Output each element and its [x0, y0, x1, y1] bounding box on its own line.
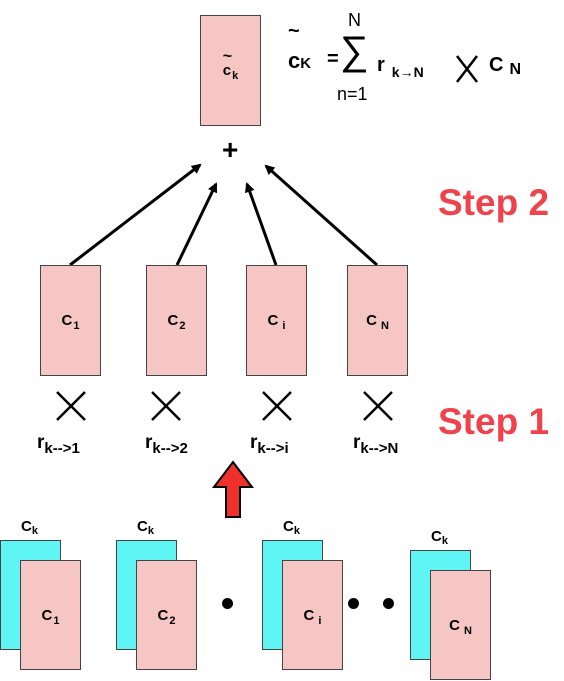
weight-label-i: rk-->i: [250, 432, 289, 457]
middle-box-i: C i: [246, 265, 307, 376]
pink-card-n: C N: [430, 570, 491, 680]
tilde-mark: ~: [222, 48, 233, 65]
aggregated-feature-box: ~ ck: [200, 15, 261, 126]
back-label-2: Ck: [137, 518, 154, 537]
pink-card-2: C2: [136, 560, 197, 670]
ellipsis-dot: [348, 598, 359, 609]
eq-equals: =: [327, 48, 339, 70]
red-up-arrow-icon: [211, 460, 255, 518]
back-label-1: Ck: [21, 518, 38, 537]
sum-icon: ∑: [340, 29, 369, 73]
arrow-cn-to-sum: [264, 164, 378, 267]
multiply-icon: [456, 55, 478, 83]
eq-lhs: cK: [288, 48, 312, 73]
weight-label-1: rk-->1: [37, 432, 80, 457]
arrow-c1-to-sum: [69, 163, 202, 267]
step-2-label: Step 2: [438, 182, 550, 223]
eq-sum-lower: n=1: [337, 84, 368, 104]
middle-box-2: C2: [146, 265, 207, 376]
back-label-n: Ck: [431, 528, 448, 547]
ellipsis-dot: [222, 598, 233, 609]
arrow-c2-to-sum: [175, 182, 218, 266]
middle-box-n: C N: [347, 265, 408, 376]
multiply-icon-2: [151, 391, 181, 421]
multiply-icon-1: [56, 391, 86, 421]
step-1-label: Step 1: [438, 401, 550, 442]
ellipsis-dot: [383, 598, 394, 609]
middle-box-1: C1: [40, 265, 101, 376]
eq-tilde: ~: [288, 20, 300, 42]
pink-card-1: C1: [20, 560, 81, 670]
aggregated-feature-label: ~ ck: [222, 48, 239, 82]
multiply-icon-i: [262, 391, 292, 421]
weight-label-n: rk-->N: [353, 432, 399, 457]
multiply-icon-n: [363, 391, 393, 421]
back-label-i: Ck: [283, 518, 300, 537]
plus-sign: +: [222, 134, 239, 165]
pink-card-i: C i: [282, 560, 343, 670]
arrow-ci-to-sum: [244, 182, 278, 266]
eq-sum-upper: N: [348, 10, 361, 30]
weight-label-2: rk-->2: [145, 432, 188, 457]
